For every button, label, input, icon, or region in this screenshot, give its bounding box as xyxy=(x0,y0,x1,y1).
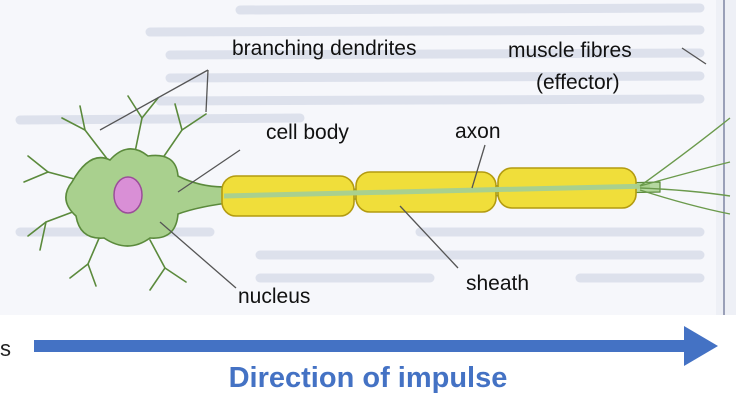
label-cell-body: cell body xyxy=(266,121,349,144)
impulse-caption: Direction of impulse xyxy=(0,362,736,395)
label-nucleus: nucleus xyxy=(238,285,310,308)
impulse-arrow xyxy=(34,326,718,366)
stray-letter: s xyxy=(0,336,11,362)
label-sheath: sheath xyxy=(466,272,529,295)
nucleus-shape xyxy=(114,177,142,213)
label-branching-dendrites: branching dendrites xyxy=(232,37,416,60)
label-axon: axon xyxy=(455,120,501,143)
label-muscle-fibres: muscle fibres xyxy=(508,39,632,62)
label-effector: (effector) xyxy=(536,71,620,94)
impulse-arrow-head xyxy=(684,326,718,366)
impulse-arrow-shaft xyxy=(34,340,688,352)
page-edge xyxy=(716,0,736,315)
